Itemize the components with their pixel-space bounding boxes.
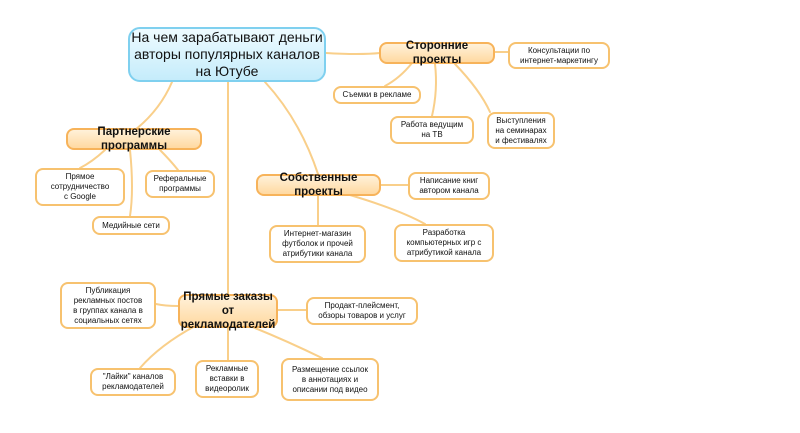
branch-partner-programs[interactable]: Партнерские программы (66, 126, 202, 152)
leaf-social-media-posts[interactable]: Публикация рекламных постов в группах ка… (60, 282, 156, 329)
link-root-third-party (325, 52, 381, 55)
link-direct-likes (139, 325, 196, 369)
leaf-video-inserts[interactable]: Рекламные вставки в видеоролик (195, 360, 259, 398)
link-own-games (349, 194, 426, 225)
leaf-product-placement[interactable]: Продакт-плейсмент, обзоры товаров и услу… (306, 297, 418, 325)
link-third-party-filming (384, 62, 413, 87)
leaf-internet-marketing-consulting[interactable]: Консультации по интернет-маркетингу (508, 42, 610, 69)
leaf-tv-host[interactable]: Работа ведущим на ТВ (390, 116, 474, 144)
branch-direct-advertiser-orders[interactable]: Прямые заказы от рекламодателей (178, 291, 278, 331)
leaf-referral-programs[interactable]: Реферальные программы (145, 170, 215, 198)
leaf-seminars-festivals[interactable]: Выступления на семинарах и фестивалях (487, 112, 555, 149)
leaf-advertising-filming[interactable]: Съемки в рекламе (333, 86, 421, 104)
branch-third-party-projects[interactable]: Сторонние проекты (379, 40, 495, 66)
link-direct-posts (155, 303, 179, 307)
link-third-party-seminars (454, 63, 491, 113)
link-direct-links (249, 325, 323, 359)
leaf-advertiser-likes[interactable]: "Лайки" каналов рекламодателей (90, 368, 176, 396)
link-root-own (264, 81, 319, 175)
leaf-media-networks[interactable]: Медийные сети (92, 216, 170, 235)
link-partner-referral (159, 149, 179, 171)
link-root-partner (134, 81, 173, 131)
leaf-merch-store[interactable]: Интернет-магазин футболок и прочей атриб… (269, 225, 366, 263)
branch-own-projects[interactable]: Собственные проекты (256, 172, 381, 198)
leaf-links-in-annotations[interactable]: Размещение ссылок в аннотациях и описани… (281, 358, 379, 401)
leaf-game-development[interactable]: Разработка компьютерных игр с атрибутико… (394, 224, 494, 262)
root-topic[interactable]: На чем зарабатывают деньги авторы популя… (128, 27, 326, 82)
link-partner-google (79, 149, 106, 169)
link-partner-media (129, 149, 133, 217)
leaf-writing-books[interactable]: Написание книг автором канала (408, 172, 490, 200)
leaf-google-cooperation[interactable]: Прямое сотрудничество с Google (35, 168, 125, 206)
link-third-party-tv (431, 63, 437, 117)
